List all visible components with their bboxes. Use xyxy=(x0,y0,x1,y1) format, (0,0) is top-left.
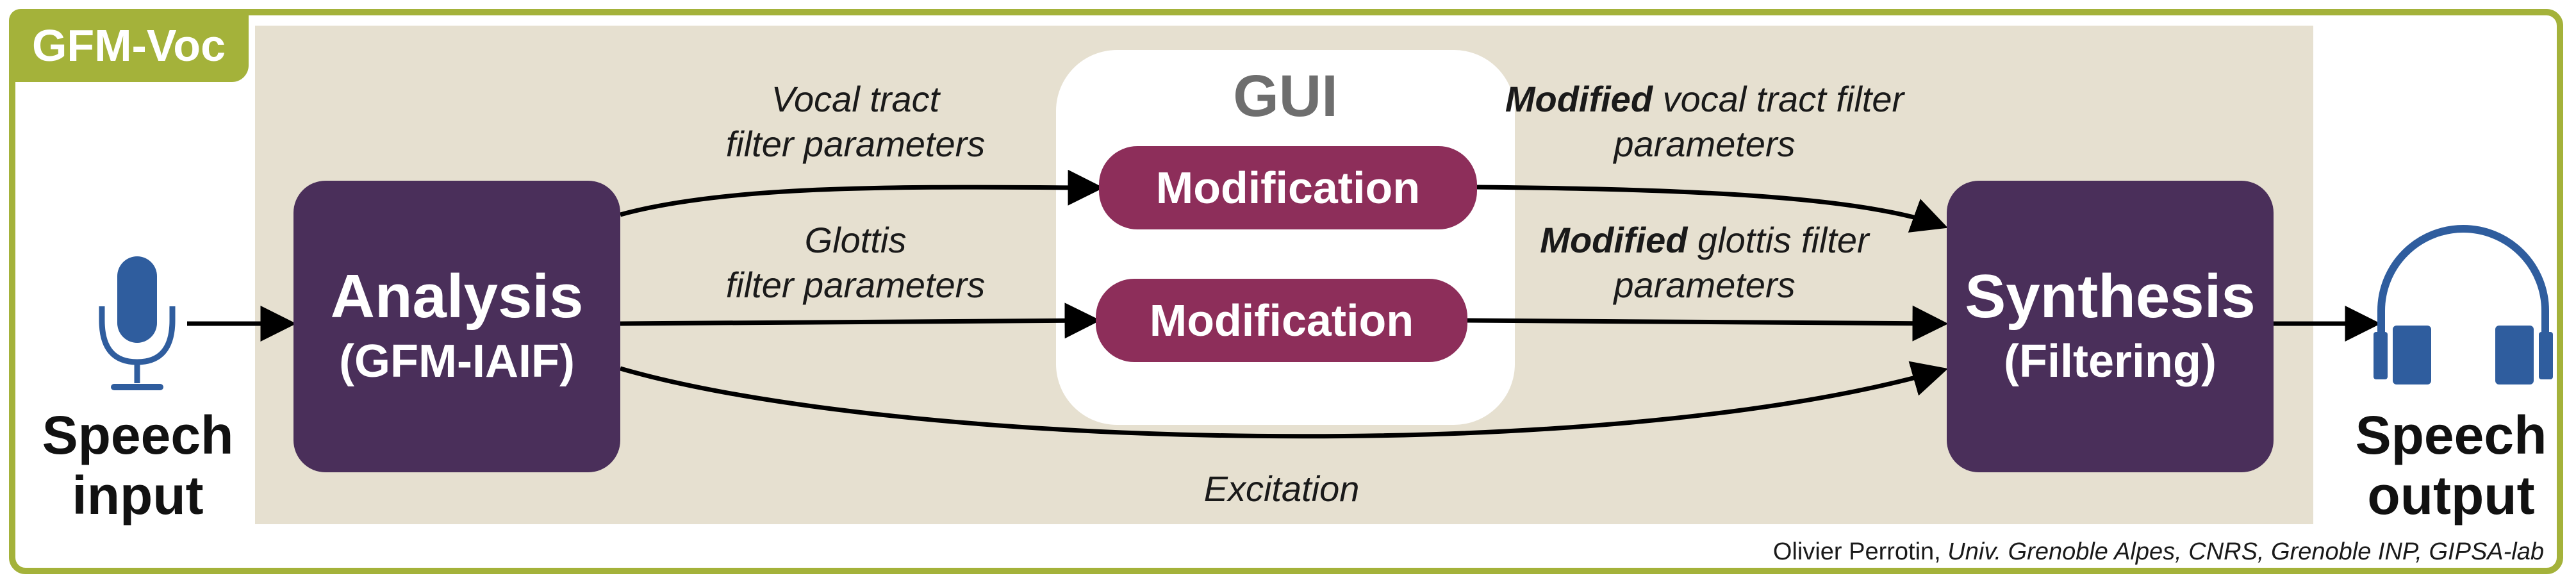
analysis-title: Analysis xyxy=(330,261,584,331)
glottis-label: Glottis filter parameters xyxy=(725,220,986,305)
synthesis-block: Synthesis (Filtering) xyxy=(1947,181,2274,472)
gui-title: GUI xyxy=(1233,63,1338,129)
credit-line: Olivier Perrotin, Univ. Grenoble Alpes, … xyxy=(1772,538,2544,565)
arrow-analysis-to-glottis-modification xyxy=(620,302,1101,339)
microphone-icon xyxy=(99,256,176,390)
synthesis-title: Synthesis xyxy=(1965,261,2256,331)
speech-input-label: Speech input xyxy=(42,405,234,526)
arrow-analysis-to-vocal-modification xyxy=(620,169,1104,217)
excitation-label: Excitation xyxy=(1203,468,1360,509)
arrow-glottis-modification-to-synthesis xyxy=(1467,305,1949,342)
modified-glottis-label: Modified glottis filter parameters xyxy=(1540,220,1869,305)
modified-vocal-tract-label: Modified vocal tract filter parameters xyxy=(1505,79,1904,164)
analysis-block: Analysis (GFM-IAIF) xyxy=(293,181,620,472)
speech-output-label: Speech output xyxy=(2355,405,2547,526)
analysis-subtitle: (GFM-IAIF) xyxy=(339,335,575,387)
arrow-vocal-modification-to-synthesis xyxy=(1476,185,1948,233)
headphones-icon xyxy=(2374,225,2553,384)
gui-panel xyxy=(1056,50,1515,425)
arrow-excitation xyxy=(620,361,1949,439)
synthesis-subtitle: (Filtering) xyxy=(2004,335,2217,387)
modification-glottis: Modification xyxy=(1096,279,1467,362)
vocal-tract-label: Vocal tract filter parameters xyxy=(725,79,986,164)
outer-frame xyxy=(9,9,2563,574)
modification-vocal-tract: Modification xyxy=(1099,146,1477,229)
gfm-voc-tag: GFM-Voc xyxy=(9,9,249,82)
